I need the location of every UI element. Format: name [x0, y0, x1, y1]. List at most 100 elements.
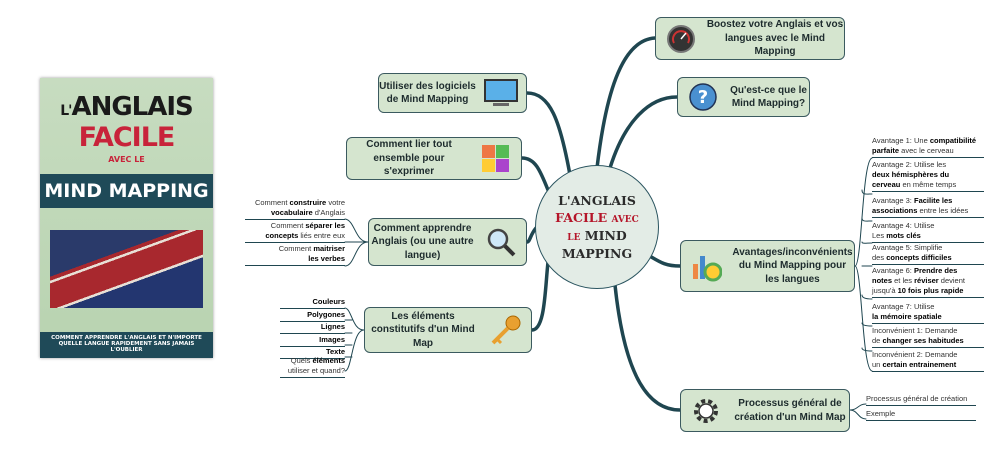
center-line2a: FACILE — [555, 210, 608, 226]
node-label: Qu'est-ce que le Mind Mapping? — [730, 84, 807, 110]
leaf-text: utiliser et quand? — [287, 366, 345, 376]
center-line4: MAPPING — [561, 245, 633, 261]
cover-title-line2: FACILE — [78, 122, 176, 153]
leaf-text: des — [872, 253, 887, 263]
leaf-elements[interactable]: Texte — [280, 347, 345, 360]
leaf-text: entre les idées — [917, 206, 969, 216]
leaf-text: Inconvénient 2: Demande — [872, 350, 958, 359]
leaf-text: Avantage 6: — [872, 266, 914, 275]
gear-icon — [687, 394, 725, 428]
node-lier[interactable]: Comment lier tout ensemble pour s'exprim… — [346, 137, 522, 180]
node-apprendre[interactable]: Comment apprendre Anglais (ou une autre … — [368, 218, 527, 266]
cover-title-line1: ANGLAIS — [71, 92, 193, 122]
central-topic[interactable]: L'ANGLAIS FACILE AVEC LE MIND MAPPING — [535, 165, 659, 289]
leaf-text: Images — [319, 335, 345, 344]
leaf-avantages[interactable]: Avantage 1: Une compatibilité parfaite av… — [872, 136, 984, 159]
leaf-text: de — [872, 336, 883, 346]
leaf-text: deux hémisphères du — [872, 170, 950, 180]
leaf-elements[interactable]: Images — [280, 335, 345, 348]
leaf-text: un — [872, 360, 883, 370]
leaf-text: concepts — [265, 231, 299, 241]
leaf-elements[interactable]: Polygones — [280, 310, 345, 323]
leaf-text: notes — [872, 276, 893, 286]
leaf-text: en même temps — [900, 180, 957, 190]
leaf-text: séparer les — [305, 221, 345, 230]
svg-text:?: ? — [698, 87, 708, 108]
leaf-text: associations — [872, 206, 918, 216]
leaf-elements[interactable]: Couleurs — [280, 297, 345, 310]
leaf-text: réviser — [914, 276, 939, 286]
node-label: Processus général de création d'un Mind … — [734, 398, 846, 423]
node-avantages[interactable]: Avantages/inconvénients du Mind Mapping … — [680, 240, 855, 292]
leaf-text: Comment — [254, 198, 290, 207]
center-line1: L'ANGLAIS — [558, 192, 636, 208]
leaf-processus[interactable]: Exemple — [866, 409, 976, 422]
leaf-avantages[interactable]: Avantage 6: Prendre des notes et les révi… — [872, 266, 984, 299]
cover-title-prefix: L' — [60, 103, 72, 119]
leaf-text: Prendre des — [913, 266, 958, 275]
node-label: Comment apprendre Anglais (ou une autre … — [371, 222, 474, 261]
cover-subtitle: COMMENT APPRENDRE L'ANGLAIS ET N'IMPORTE… — [40, 332, 213, 358]
leaf-text: Inconvénient 1: Demande — [872, 326, 958, 335]
speedometer-icon — [662, 22, 700, 56]
node-boostez[interactable]: Boostez votre Anglais et vos langues ave… — [655, 17, 845, 60]
node-questce[interactable]: ? Qu'est-ce que le Mind Mapping? — [677, 77, 810, 117]
leaf-elements[interactable]: Lignes — [280, 322, 345, 335]
node-elements[interactable]: Les éléments constitutifs d'un Mind Map — [364, 307, 532, 353]
node-label: Avantages/inconvénients du Mind Mapping … — [732, 246, 853, 285]
leaf-processus[interactable]: Processus général de création — [866, 394, 976, 407]
leaf-text: liés entre eux — [298, 231, 345, 241]
node-logiciels[interactable]: Utiliser des logiciels de Mind Mapping — [378, 73, 527, 113]
leaf-text: Avantage 7: Utilise — [872, 302, 935, 311]
leaf-text: et les — [892, 276, 915, 286]
leaf-text: Couleurs — [312, 297, 345, 306]
leaf-text: maitriser — [313, 244, 345, 253]
leaf-text: la mémoire spatiale — [872, 312, 942, 322]
leaf-text: certain entrainement — [882, 360, 957, 370]
question-icon: ? — [684, 80, 722, 114]
cover-title-line3: AVEC LE — [108, 155, 145, 164]
leaf-text: Avantage 3: — [872, 196, 914, 205]
leaf-text: parfaite — [872, 146, 900, 156]
node-label: Utiliser des logiciels de Mind Mapping — [379, 80, 476, 106]
node-processus[interactable]: Processus général de création d'un Mind … — [680, 389, 850, 432]
key-icon — [487, 313, 525, 347]
leaf-text: Avantage 2: Utilise les — [872, 160, 947, 169]
leaf-text: construire — [289, 198, 327, 207]
puzzle-icon — [477, 142, 515, 176]
leaf-text: Facilite les — [913, 196, 953, 205]
leaf-text: avec le cerveau — [899, 146, 954, 156]
leaf-text: Quels — [290, 356, 313, 365]
center-line3a: LE — [567, 233, 581, 243]
flag-image — [50, 230, 203, 308]
node-label: Comment lier tout ensemble pour s'exprim… — [366, 139, 452, 178]
leaf-text: Comment — [270, 221, 306, 230]
leaf-text: Avantage 1: Une — [872, 136, 930, 145]
leaf-apprendre[interactable]: Comment séparer les concepts liés entre e… — [245, 221, 345, 244]
leaf-text: votre — [326, 198, 345, 207]
leaf-text: d'Anglais — [312, 208, 345, 218]
node-label: Les éléments constitutifs d'un Mind Map — [371, 310, 475, 349]
leaf-text: Exemple — [866, 409, 896, 418]
magnifier-icon — [482, 225, 520, 259]
cover-band: MIND MAPPING — [40, 174, 213, 208]
leaf-text: compatibilité — [929, 136, 977, 145]
leaf-text: Texte — [325, 347, 345, 356]
leaf-text: cerveau — [872, 180, 901, 190]
leaf-apprendre[interactable]: Comment construire votre vocabulaire d'A… — [245, 198, 345, 221]
leaf-text: concepts difficiles — [886, 253, 952, 263]
leaf-text: Processus général de création — [866, 394, 968, 403]
leaf-text: devient — [938, 276, 965, 286]
leaf-text: éléments — [312, 356, 345, 365]
leaf-text: Lignes — [320, 322, 345, 331]
